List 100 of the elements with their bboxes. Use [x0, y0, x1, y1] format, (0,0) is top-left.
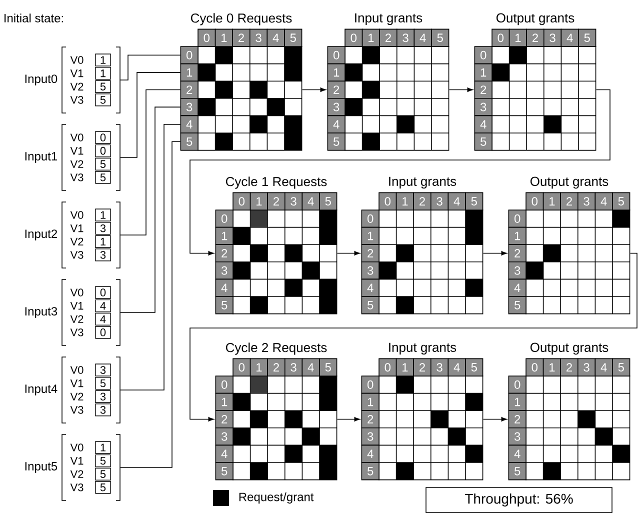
header-cell: 0	[508, 376, 526, 394]
header-cell: 5	[508, 462, 526, 480]
header-cell: 3	[327, 98, 346, 116]
header-cell: 1	[508, 392, 526, 411]
header-cell: 4	[414, 28, 432, 47]
connector	[120, 106, 181, 313]
header-cell: 1	[215, 392, 234, 411]
connector	[448, 88, 473, 92]
result-box: Throughput: 56%	[426, 487, 612, 513]
matrix-title: Input grants	[355, 13, 422, 26]
header-cell: 0	[344, 28, 363, 47]
header-cell: 4	[474, 115, 492, 134]
header-cell: 2	[215, 244, 234, 262]
header-cell: 5	[431, 28, 450, 47]
value-box: 5	[95, 481, 111, 494]
header-cell: 4	[266, 28, 285, 47]
header-cell: 0	[361, 376, 380, 394]
header-cell: 1	[396, 192, 414, 210]
connector	[336, 417, 360, 422]
value-box: 3	[95, 364, 111, 376]
header-cell: 4	[508, 278, 526, 297]
matrix-title: Input grants	[389, 342, 456, 355]
header-cell: 4	[560, 28, 579, 47]
connector	[482, 251, 507, 256]
header-cell: 0	[327, 46, 346, 64]
connector	[120, 124, 181, 390]
matrix-title: Cycle 0 Requests	[190, 13, 292, 26]
channel-label: V3	[70, 174, 84, 182]
channel-label: V2	[70, 392, 84, 400]
channel-label: V2	[70, 470, 84, 478]
value-box: 1	[95, 235, 111, 248]
header-cell: 5	[361, 296, 380, 314]
header-cell: 3	[396, 28, 415, 47]
header-cell: 3	[544, 28, 562, 47]
value-box: 1	[95, 441, 111, 454]
header-cell: 5	[578, 28, 596, 47]
header-cell: 5	[474, 132, 492, 151]
value-box: 3	[95, 222, 111, 235]
value-box: 0	[95, 326, 111, 339]
header-cell: 2	[560, 192, 578, 210]
header-cell: 0	[215, 376, 234, 394]
header-cell: 3	[474, 98, 492, 116]
header-cell: 0	[232, 192, 251, 210]
header-cell: 4	[361, 278, 380, 297]
header-cell: 1	[508, 226, 526, 245]
header-cell: 3	[430, 358, 449, 376]
value-box: 3	[95, 404, 111, 416]
header-cell: 4	[180, 115, 198, 134]
header-cell: 5	[319, 358, 338, 376]
header-cell: 1	[180, 63, 198, 82]
connector	[190, 252, 638, 422]
header-cell: 2	[413, 358, 432, 376]
header-cell: 4	[594, 192, 613, 210]
input-label: Input1	[25, 152, 58, 163]
header-cell: 2	[180, 80, 198, 99]
channel-label: V3	[70, 328, 84, 336]
input-label: Input0	[25, 74, 58, 86]
header-cell: 2	[215, 410, 234, 428]
matrix-title: Input grants	[389, 176, 456, 189]
header-cell: 0	[492, 28, 510, 47]
channel-label: V3	[70, 406, 84, 414]
header-cell: 2	[232, 28, 250, 47]
header-cell: 5	[465, 192, 484, 210]
channel-label: V0	[70, 366, 84, 374]
header-cell: 4	[594, 358, 613, 376]
channel-label: V0	[70, 444, 84, 452]
value-box: 3	[95, 390, 111, 403]
header-cell: 2	[379, 28, 398, 47]
value-box: 0	[95, 131, 111, 144]
channel-label: V3	[70, 251, 84, 259]
header-cell: 4	[215, 278, 234, 297]
header-cell: 2	[361, 410, 380, 428]
channel-label: V0	[70, 211, 84, 219]
header-cell: 3	[361, 262, 380, 280]
connector	[482, 417, 507, 422]
channel-label: V0	[70, 134, 84, 142]
connector	[120, 141, 181, 468]
channel-label: V1	[70, 70, 84, 78]
header-cell: 3	[215, 262, 234, 280]
header-cell: 4	[508, 444, 526, 463]
header-cell: 3	[508, 262, 526, 280]
channel-label: V1	[70, 224, 84, 232]
input-label: Input3	[25, 307, 58, 318]
header-cell: 0	[215, 210, 234, 228]
header-cell: 3	[508, 428, 526, 446]
channel-label: V1	[70, 380, 84, 388]
value-box: 0	[95, 286, 111, 299]
connector	[190, 89, 610, 256]
channel-label: V2	[70, 82, 84, 90]
header-cell: 2	[267, 358, 286, 376]
connector	[120, 89, 181, 236]
channel-label: V1	[70, 457, 84, 465]
header-cell: 5	[612, 358, 630, 376]
value-box: 4	[95, 299, 111, 312]
value-box: 5	[95, 80, 111, 93]
header-cell: 2	[474, 80, 492, 99]
header-cell: 3	[215, 428, 234, 446]
header-cell: 0	[526, 192, 544, 210]
channel-label: V0	[70, 288, 84, 296]
header-cell: 4	[302, 192, 320, 210]
